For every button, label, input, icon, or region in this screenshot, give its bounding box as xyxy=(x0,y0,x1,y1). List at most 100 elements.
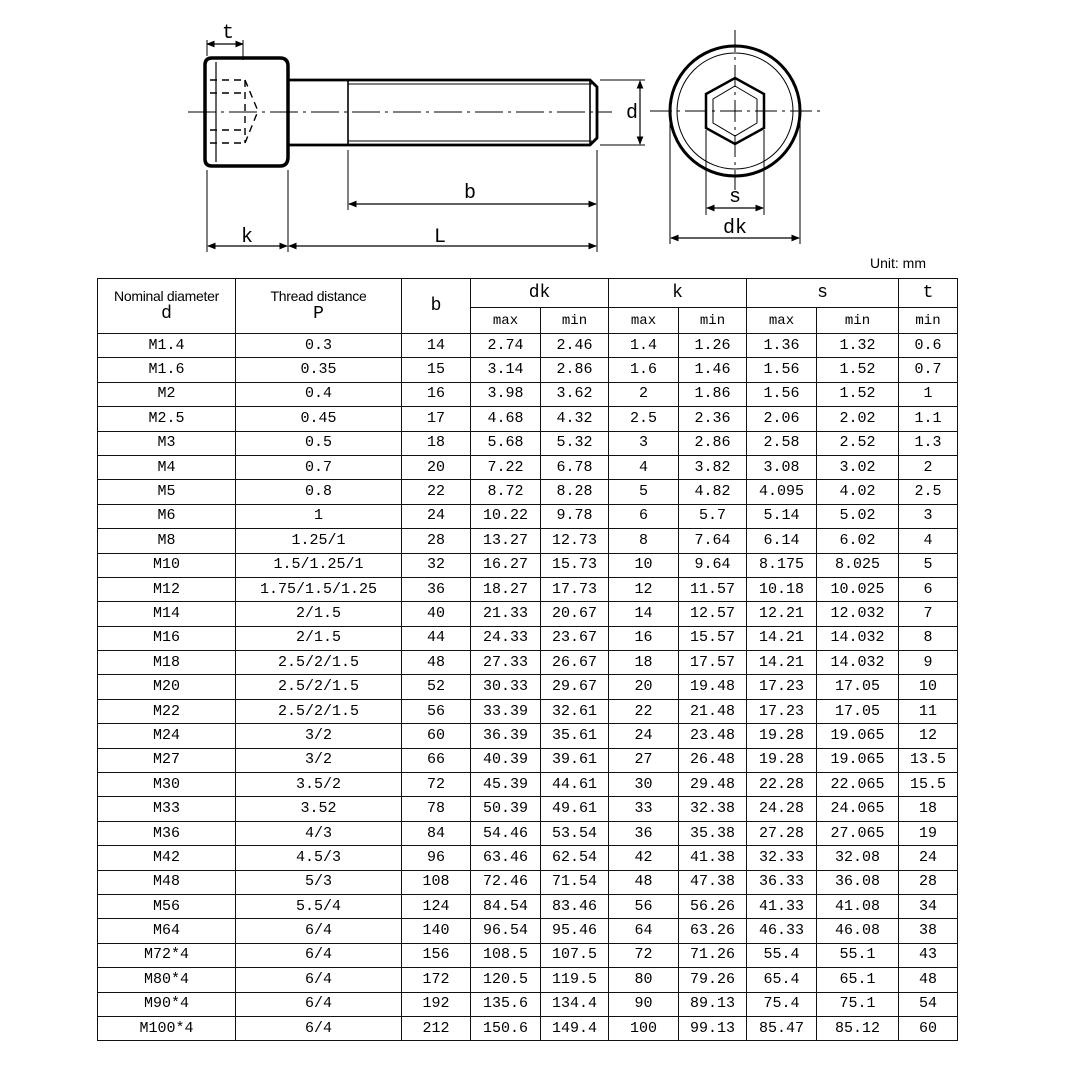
cell-s-max: 1.56 xyxy=(746,357,817,383)
cell-thread-p: 6/4 xyxy=(235,991,402,1017)
cell-s-min: 2.52 xyxy=(816,430,899,456)
cell-dk-max: 72.46 xyxy=(470,869,541,895)
header-b: b xyxy=(401,278,471,334)
cell-t-min: 48 xyxy=(898,967,958,993)
cell-k-min: 15.57 xyxy=(678,625,747,652)
cell-dk-max: 18.27 xyxy=(470,576,541,603)
cell-k-max: 14 xyxy=(608,601,679,627)
cell-dk-min: 15.73 xyxy=(540,552,609,578)
cell-dk-min: 107.5 xyxy=(540,942,609,969)
cell-dk-min: 29.67 xyxy=(540,674,609,700)
label-t: t xyxy=(222,22,234,45)
cell-b: 66 xyxy=(401,747,471,774)
cell-k-max: 80 xyxy=(608,967,679,993)
cell-nominal-d: M42 xyxy=(97,845,236,871)
cell-dk-min: 35.61 xyxy=(540,723,609,749)
cell-dk-min: 5.32 xyxy=(540,430,609,456)
cell-k-max: 22 xyxy=(608,698,679,725)
cell-b: 56 xyxy=(401,698,471,725)
cell-s-min: 2.02 xyxy=(816,406,899,432)
cell-thread-p: 2.5/2/1.5 xyxy=(235,674,402,700)
cell-k-max: 1.4 xyxy=(608,332,679,359)
cell-t-min: 19 xyxy=(898,820,958,847)
cell-s-min: 14.032 xyxy=(816,625,899,652)
cell-k-max: 100 xyxy=(608,1015,679,1042)
cell-s-max: 36.33 xyxy=(746,869,817,895)
cell-k-max: 18 xyxy=(608,650,679,676)
cell-b: 78 xyxy=(401,796,471,822)
cell-s-max: 6.14 xyxy=(746,528,817,554)
cell-b: 17 xyxy=(401,406,471,432)
cell-s-max: 1.36 xyxy=(746,332,817,359)
cell-t-min: 1 xyxy=(898,381,958,408)
cell-k-max: 16 xyxy=(608,625,679,652)
screw-head xyxy=(203,56,290,168)
cell-nominal-d: M18 xyxy=(97,650,236,676)
cell-b: 36 xyxy=(401,576,471,603)
cell-dk-max: 108.5 xyxy=(470,942,541,969)
screw-spec-table: Nominal diameter d Thread distance P b d… xyxy=(97,278,958,1042)
cell-s-min: 4.02 xyxy=(816,479,899,505)
cell-k-min: 32.38 xyxy=(678,796,747,822)
cell-thread-p: 0.5 xyxy=(235,430,402,456)
cell-t-min: 18 xyxy=(898,796,958,822)
cell-s-max: 65.4 xyxy=(746,967,817,993)
cell-s-min: 10.025 xyxy=(816,576,899,603)
cell-dk-min: 49.61 xyxy=(540,796,609,822)
cell-t-min: 0.6 xyxy=(898,332,958,359)
cell-b: 192 xyxy=(401,991,471,1017)
cell-dk-min: 26.67 xyxy=(540,650,609,676)
cell-nominal-d: M5 xyxy=(97,479,236,505)
cell-thread-p: 0.45 xyxy=(235,406,402,432)
cell-thread-p: 1.5/1.25/1 xyxy=(235,552,402,578)
cell-dk-min: 134.4 xyxy=(540,991,609,1017)
cell-dk-min: 44.61 xyxy=(540,772,609,798)
cell-t-min: 9 xyxy=(898,650,958,676)
cell-thread-p: 0.4 xyxy=(235,381,402,408)
label-s: s xyxy=(729,186,741,209)
cell-b: 48 xyxy=(401,650,471,676)
cell-b: 140 xyxy=(401,918,471,944)
cell-s-max: 2.06 xyxy=(746,406,817,432)
cell-dk-min: 9.78 xyxy=(540,503,609,530)
cell-k-max: 6 xyxy=(608,503,679,530)
cell-k-min: 2.36 xyxy=(678,406,747,432)
cell-s-max: 46.33 xyxy=(746,918,817,944)
header-s-max: max xyxy=(746,307,817,334)
cell-b: 84 xyxy=(401,820,471,847)
cell-dk-min: 17.73 xyxy=(540,576,609,603)
cell-k-max: 27 xyxy=(608,747,679,774)
cell-nominal-d: M8 xyxy=(97,528,236,554)
cell-s-min: 32.08 xyxy=(816,845,899,871)
cell-k-max: 2 xyxy=(608,381,679,408)
cell-t-min: 54 xyxy=(898,991,958,1017)
header-dk: dk xyxy=(470,278,609,308)
cell-s-min: 19.065 xyxy=(816,723,899,749)
header-thread-distance: Thread distance P xyxy=(235,278,402,334)
cell-k-max: 2.5 xyxy=(608,406,679,432)
cell-nominal-d: M6 xyxy=(97,503,236,530)
cell-thread-p: 6/4 xyxy=(235,942,402,969)
cell-s-min: 46.08 xyxy=(816,918,899,944)
cell-thread-p: 1.25/1 xyxy=(235,528,402,554)
cell-k-max: 3 xyxy=(608,430,679,456)
cell-dk-min: 2.46 xyxy=(540,332,609,359)
cell-t-min: 60 xyxy=(898,1015,958,1042)
cell-k-max: 10 xyxy=(608,552,679,578)
cell-thread-p: 5/3 xyxy=(235,869,402,895)
cell-dk-max: 24.33 xyxy=(470,625,541,652)
